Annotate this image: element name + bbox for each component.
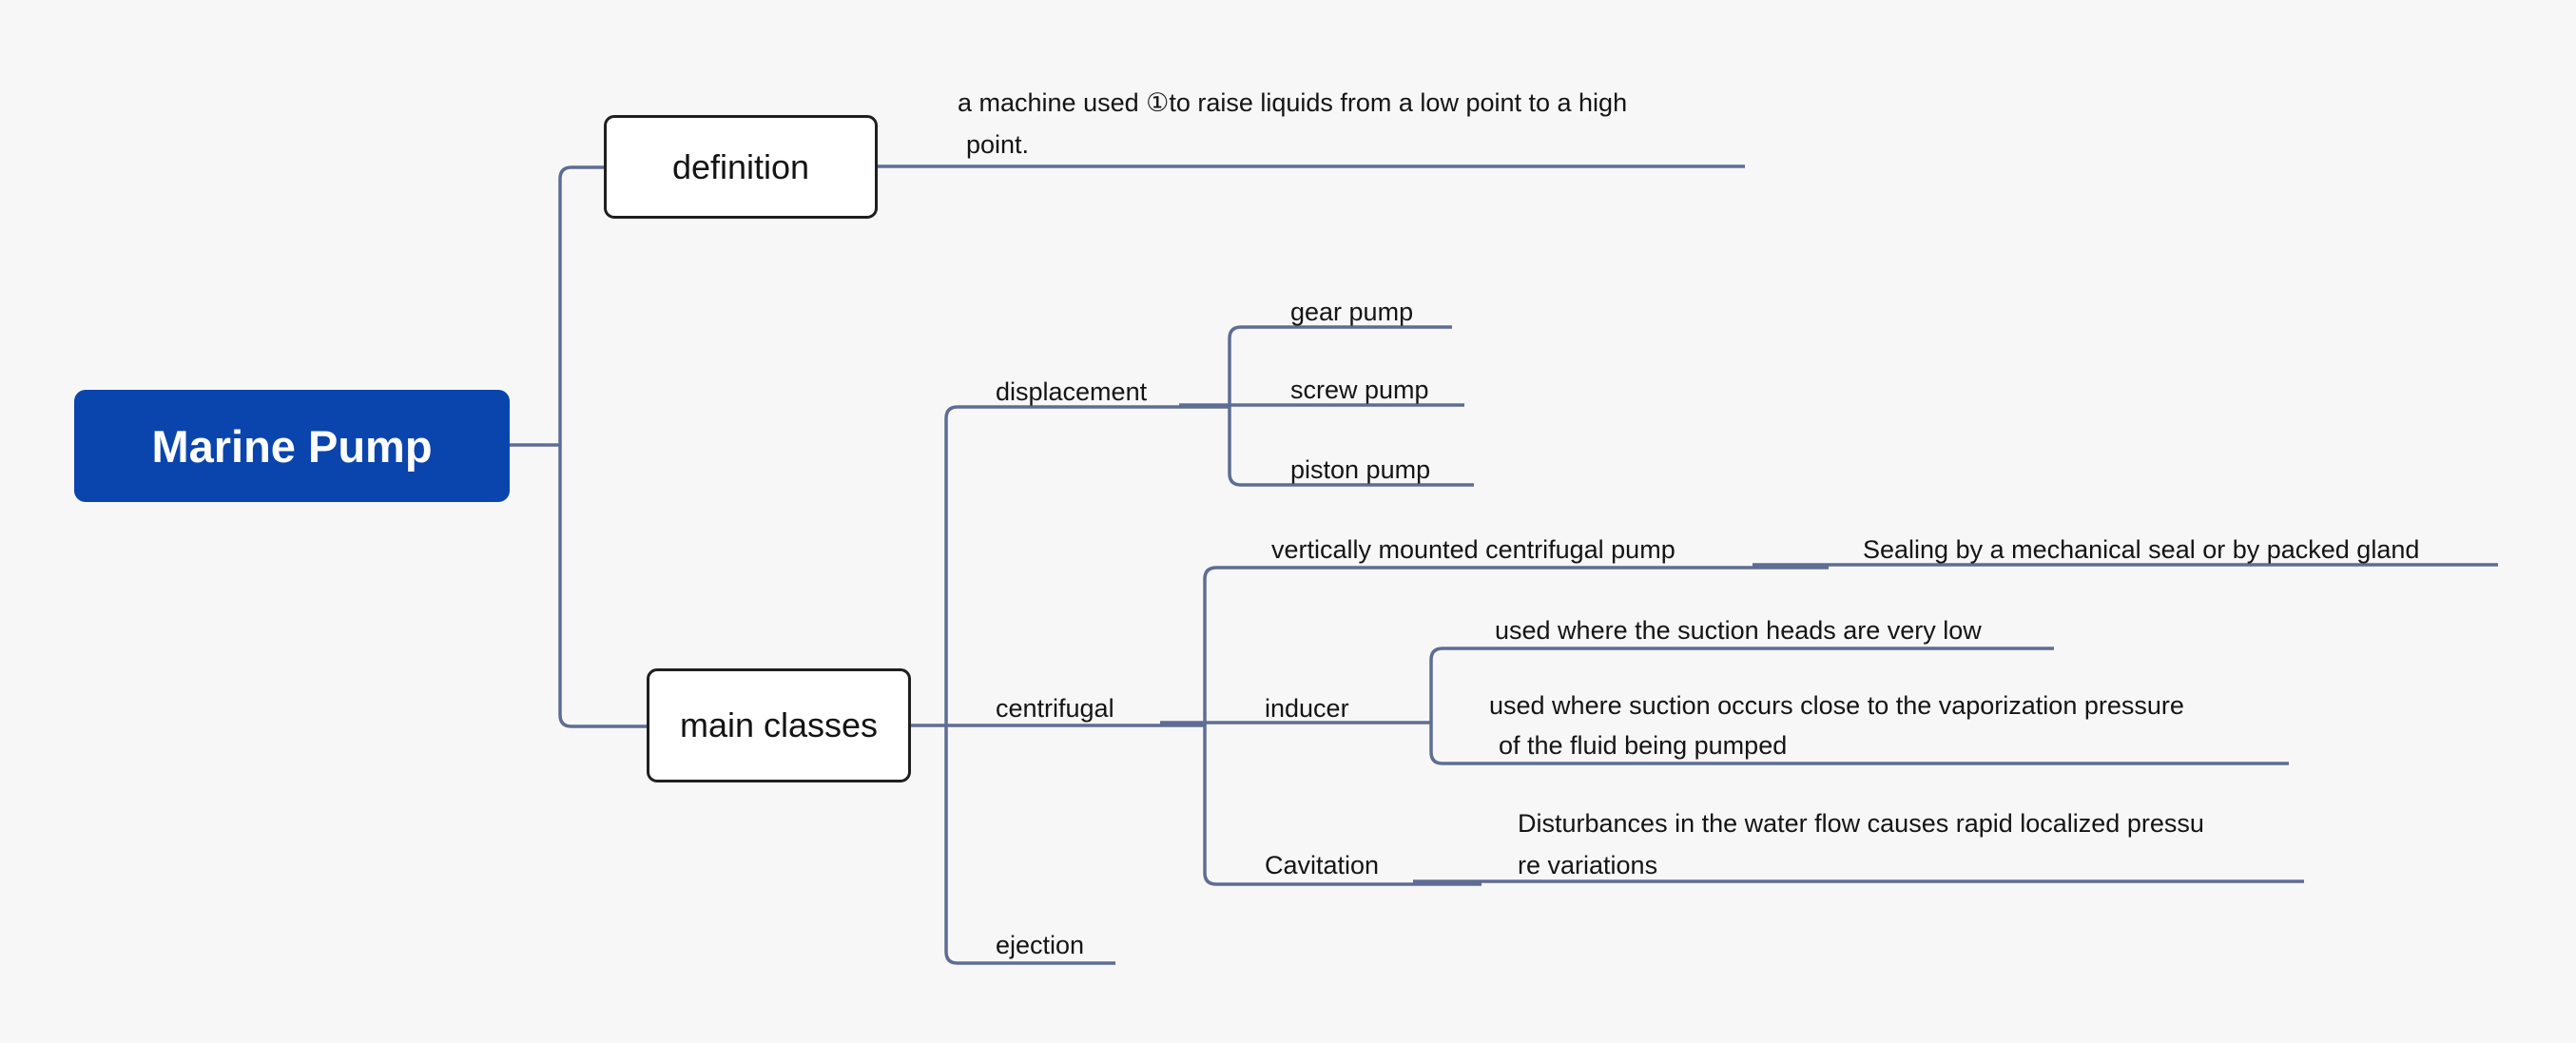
node-definition[interactable]: definition [604,115,878,219]
topic-inducer[interactable]: inducer [1265,694,1349,723]
topic-vertically-mounted[interactable]: vertically mounted centrifugal pump [1271,535,1675,564]
topic-gear-pump[interactable]: gear pump [1290,298,1414,326]
node-main-classes-label: main classes [679,705,879,744]
topic-vaporization-line1[interactable]: used where suction occurs close to the v… [1489,691,2184,720]
topic-ejection[interactable]: ejection [996,931,1085,959]
topic-suction-heads[interactable]: used where the suction heads are very lo… [1495,616,1982,645]
topic-screw-pump[interactable]: screw pump [1290,376,1429,404]
topic-displacement[interactable]: displacement [996,377,1148,406]
topic-disturbances-line2[interactable]: re variations [1518,851,1658,879]
node-main-classes[interactable]: main classes [647,668,911,782]
connector-root-spine [558,165,647,728]
topic-piston-pump[interactable]: piston pump [1290,455,1431,484]
topic-cavitation[interactable]: Cavitation [1265,851,1380,879]
root-node-marine-pump[interactable]: Marine Pump [74,390,510,502]
connector-inducer-spine [1429,647,2289,765]
node-definition-label: definition [671,146,810,186]
topic-sealing[interactable]: Sealing by a mechanical seal or by packe… [1863,535,2420,564]
connector-main-classes-spine [944,405,1230,965]
topic-vaporization-line2[interactable]: of the fluid being pumped [1499,731,1788,760]
connector-centrifugal-spine [1203,566,1829,886]
topic-disturbances-line1[interactable]: Disturbances in the water flow causes ra… [1518,809,2204,838]
topic-centrifugal[interactable]: centrifugal [996,694,1114,723]
topic-definition-note-line1[interactable]: a machine used ①to raise liquids from a … [958,88,1628,117]
topic-definition-note-line2[interactable]: point. [966,130,1030,159]
root-node-label: Marine Pump [151,420,433,472]
